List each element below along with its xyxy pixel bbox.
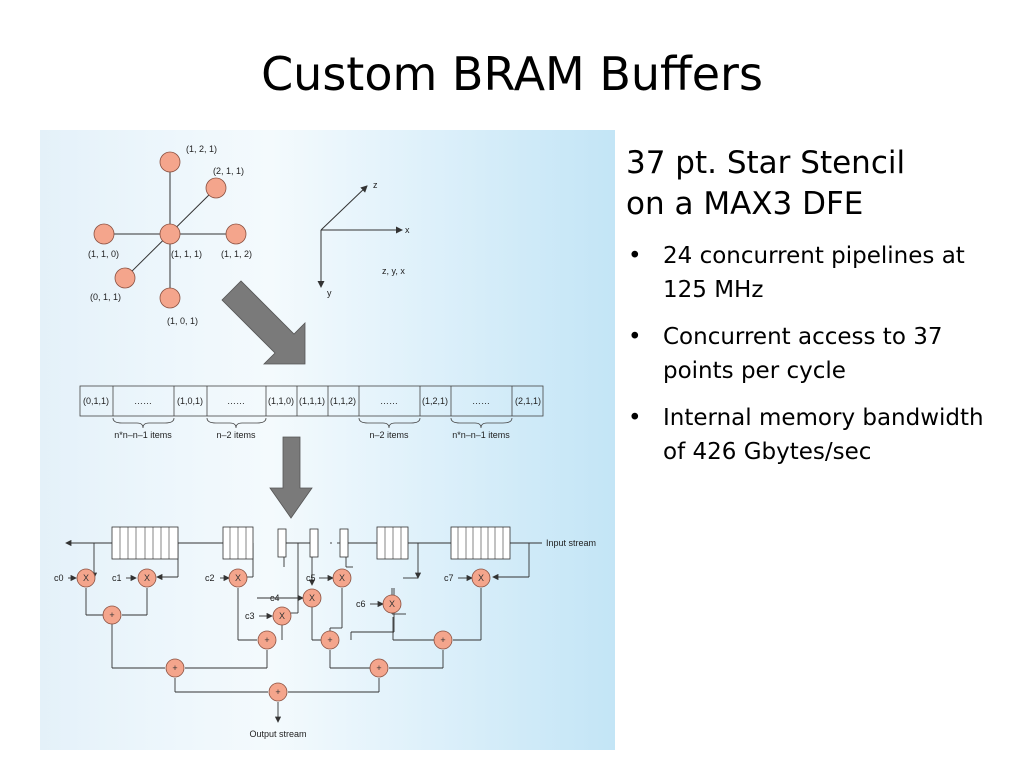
output-stream-label: Output stream xyxy=(249,729,306,739)
stencil-label-left: (1, 1, 0) xyxy=(88,249,119,259)
multiply-symbol: X xyxy=(83,573,89,583)
adders xyxy=(102,605,453,702)
add-symbol: + xyxy=(275,687,280,697)
stencil-heading: 37 pt. Star Stencil on a MAX3 DFE xyxy=(626,143,1006,225)
bullet-item: Concurrent access to 37 points per cycle xyxy=(626,320,1006,388)
buffer-cell: (1,1,0) xyxy=(268,396,294,406)
brace-label: n*n–n–1 items xyxy=(452,430,510,440)
buffer-cell: …… xyxy=(227,396,245,406)
coef-label-c0: c0 xyxy=(54,573,64,583)
add-symbol: + xyxy=(440,635,445,645)
stencil-node-left xyxy=(93,223,115,245)
bullet-item: 24 concurrent pipelines at 125 MHz xyxy=(626,239,1006,307)
adder-symbols: + + + + + + + xyxy=(109,610,445,697)
stencil-label-bottom: (1, 0, 1) xyxy=(167,316,198,326)
adder-node xyxy=(268,682,288,702)
multiplier-node xyxy=(332,568,352,588)
buffer-cell: (0,1,1) xyxy=(83,396,109,406)
multiplier-node xyxy=(471,568,491,588)
coef-label-c4: c4 xyxy=(270,593,280,603)
multiplier-node xyxy=(228,568,248,588)
stencil-label-right: (1, 1, 2) xyxy=(221,249,252,259)
buffer-cell: …… xyxy=(380,396,398,406)
buffer-cell: …… xyxy=(472,396,490,406)
stencil-nodes xyxy=(93,151,247,309)
stencil-label-lower-left: (0, 1, 1) xyxy=(90,292,121,302)
buffer-cell: (1,2,1) xyxy=(422,396,448,406)
adder-node xyxy=(433,630,453,650)
buffer-braces xyxy=(112,417,513,429)
input-stream-label: Input stream xyxy=(546,538,596,548)
multiplier-node xyxy=(272,606,292,626)
stencil-node-upper-right xyxy=(205,177,227,199)
coef-label-c3: c3 xyxy=(245,611,255,621)
multiplier-symbols: X X X X X X X X xyxy=(83,573,484,621)
bullet-item: Internal memory bandwidth of 426 Gbytes/… xyxy=(626,401,1006,469)
pipeline-wires xyxy=(65,539,542,723)
buffer-cell: (1,1,2) xyxy=(330,396,356,406)
multiply-symbol: X xyxy=(235,573,241,583)
buffer-cells: (0,1,1) …… (1,0,1) …… (1,1,0) (1,1,1) (1… xyxy=(83,396,541,406)
axes-diagram xyxy=(317,185,403,288)
buffer-cell: (1,1,1) xyxy=(299,396,325,406)
multiply-symbol: X xyxy=(309,593,315,603)
multiplier-node xyxy=(382,594,402,614)
adder-node xyxy=(320,630,340,650)
axis-y-label: y xyxy=(327,288,332,298)
add-symbol: + xyxy=(172,663,177,673)
heading-line-1: 37 pt. Star Stencil xyxy=(626,145,906,181)
buffer-cell: (2,1,1) xyxy=(515,396,541,406)
stencil-node-center xyxy=(159,223,181,245)
coef-label-c5: c5 xyxy=(306,573,316,583)
multiplier-node xyxy=(302,588,322,608)
stencil-label-center: (1, 1, 1) xyxy=(171,249,202,259)
axis-order-label: z, y, x xyxy=(382,266,405,276)
buffer-cell: …… xyxy=(134,396,152,406)
stencil-label-upper-right: (2, 1, 1) xyxy=(213,166,244,176)
add-symbol: + xyxy=(376,663,381,673)
delay-buffer-stripes xyxy=(119,527,504,559)
down-arrow-icon xyxy=(269,436,313,519)
stencil-node-top xyxy=(159,151,181,173)
stencil-node-right xyxy=(225,223,247,245)
bullet-list: 24 concurrent pipelines at 125 MHz Concu… xyxy=(626,239,1006,469)
stencil-figure: (1, 2, 1) (2, 1, 1) (1, 1, 0) (1, 1, 1) … xyxy=(40,130,615,750)
coef-label-c7: c7 xyxy=(444,573,454,583)
multiplier-node xyxy=(76,568,96,588)
add-symbol: + xyxy=(327,635,332,645)
axis-z-label: z xyxy=(373,180,378,190)
heading-line-2: on a MAX3 DFE xyxy=(626,186,864,222)
stencil-label-top: (1, 2, 1) xyxy=(186,144,217,154)
coef-label-c2: c2 xyxy=(205,573,215,583)
coef-label-c1: c1 xyxy=(112,573,122,583)
stencil-node-lower-left xyxy=(114,267,136,289)
buffer-cell: (1,0,1) xyxy=(177,396,203,406)
add-symbol: + xyxy=(109,610,114,620)
transform-arrow-icon xyxy=(221,280,306,365)
adder-node xyxy=(102,605,122,625)
slide-title: Custom BRAM Buffers xyxy=(261,47,763,101)
stencil-diagram: (1, 2, 1) (2, 1, 1) (1, 1, 0) (1, 1, 1) … xyxy=(54,144,596,739)
adder-node xyxy=(165,658,185,678)
adder-node xyxy=(369,658,389,678)
brace-label: n–2 items xyxy=(369,430,409,440)
adder-node xyxy=(257,630,277,650)
multiply-symbol: X xyxy=(389,599,395,609)
multiply-symbol: X xyxy=(339,573,345,583)
multiplier-node xyxy=(137,568,157,588)
content-panel: 37 pt. Star Stencil on a MAX3 DFE 24 con… xyxy=(626,143,1006,482)
stencil-node-bottom xyxy=(159,287,181,309)
add-symbol: + xyxy=(264,635,269,645)
multiply-symbol: X xyxy=(478,573,484,583)
brace-label: n–2 items xyxy=(216,430,256,440)
axis-x-label: x xyxy=(405,225,410,235)
brace-label: n*n–n–1 items xyxy=(114,430,172,440)
multipliers xyxy=(76,568,491,626)
multiply-symbol: X xyxy=(279,611,285,621)
coef-label-c6: c6 xyxy=(356,599,366,609)
multiply-symbol: X xyxy=(144,573,150,583)
buffer-row xyxy=(79,385,544,417)
